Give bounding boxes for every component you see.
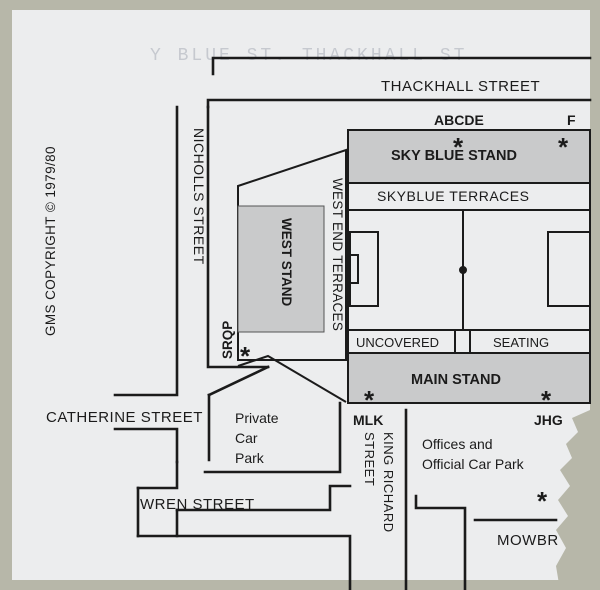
street-mowbray: MOWBR	[497, 532, 559, 549]
street-catherine: CATHERINE STREET	[46, 409, 203, 426]
reverse-print-ghost: Y BLUE ST. THACKHALL ST	[150, 46, 468, 66]
wren-junction	[175, 484, 352, 512]
wren-lower-edge	[175, 534, 352, 590]
sky-blue-stand-block	[347, 129, 591, 184]
west-end-terraces-label: WEST END TERRACES	[330, 178, 345, 332]
main-stand-label: MAIN STAND	[411, 372, 501, 388]
pitch	[347, 209, 591, 331]
gate-code-srqp: SRQP	[220, 320, 235, 359]
private-car-park-line: Park	[235, 450, 264, 466]
asterisk-marker: *	[364, 385, 375, 415]
gate-code-mlk: MLK	[353, 412, 384, 428]
asterisk-marker: *	[537, 486, 548, 516]
private-car-park-line: Car	[235, 430, 258, 446]
nicholls-west-edge	[113, 105, 179, 397]
street-thackhall: THACKHALL STREET	[381, 78, 541, 95]
car-park-diagonal	[207, 365, 270, 397]
sky-blue-stand-label: SKY BLUE STAND	[391, 148, 517, 164]
west-goal-area	[349, 254, 359, 284]
srqp-approach	[237, 354, 347, 403]
asterisk-marker: *	[558, 132, 569, 162]
nicholls-east-edge	[206, 105, 270, 369]
uncovered-label: UNCOVERED	[356, 335, 440, 350]
gate-code-abcde: ABCDE	[434, 112, 484, 128]
offices-line: Offices and	[422, 436, 493, 452]
street-wren: WREN STREET	[140, 496, 255, 513]
asterisk-marker: *	[453, 132, 464, 162]
west-stand-block	[237, 205, 325, 333]
gate-code-f: F	[567, 112, 576, 128]
torn-corner	[556, 410, 600, 590]
thackhall-south-edge	[206, 98, 592, 109]
wren-south-edge	[136, 508, 179, 538]
street-nicholls: NICHOLLS STREET	[191, 128, 207, 265]
catherine-south-edge	[113, 427, 179, 464]
copyright-text: GMS COPYRIGHT © 1979/80	[43, 146, 58, 336]
private-car-park-line: Private	[235, 410, 279, 426]
asterisk-marker: *	[541, 385, 552, 415]
gate-code-jhg: JHG	[534, 412, 563, 428]
skyblue-terraces-label: SKYBLUE TERRACES	[377, 188, 530, 204]
west-stand-label: WEST STAND	[279, 218, 294, 307]
asterisk-marker: *	[240, 341, 251, 371]
car-park-south	[203, 401, 342, 474]
wren-north-edge	[136, 460, 179, 490]
offices-line: Official Car Park	[422, 456, 524, 472]
main-stand-block	[347, 352, 591, 404]
centre-spot	[459, 266, 467, 274]
thackhall-north-edge	[211, 56, 592, 76]
offices-outline	[414, 494, 467, 590]
skyblue-terraces-block	[347, 182, 591, 211]
east-penalty-area	[547, 231, 591, 307]
street-king-richard: KING RICHARD STREET	[362, 432, 396, 533]
seating-label: SEATING	[493, 335, 550, 350]
